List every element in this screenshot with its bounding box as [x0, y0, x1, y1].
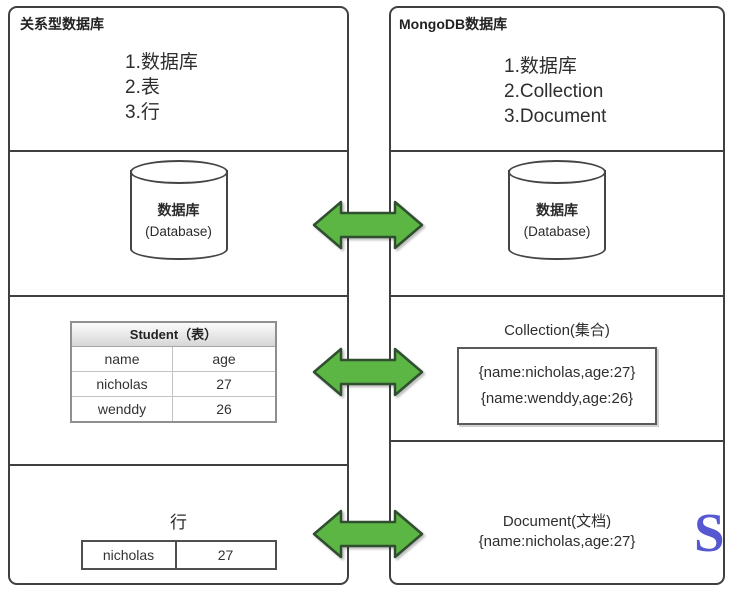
- double-arrow-icon: [312, 509, 424, 559]
- mongodb-panel-title: MongoDB数据库: [399, 16, 508, 32]
- list-item: 3.行: [125, 102, 160, 123]
- relational-table-row: Student（表） name age nicholas 27 wenddy 2…: [10, 321, 347, 466]
- collection-title: Collection(集合): [504, 322, 610, 339]
- relational-panel: 关系型数据库 1.数据库 2.表 3.行 数据库 (Database) Stud…: [8, 6, 349, 585]
- double-arrow-icon: [312, 200, 424, 250]
- relational-panel-title: 关系型数据库: [20, 16, 104, 32]
- list-item: 2.表: [125, 77, 160, 98]
- database-name: 数据库: [536, 202, 578, 218]
- double-arrow-shape: [312, 200, 424, 250]
- table-header-row: name age: [72, 347, 275, 372]
- cylinder-top-ellipse: [508, 160, 606, 184]
- mongodb-database-row: 数据库 (Database): [391, 152, 723, 297]
- list-item: 1.数据库: [504, 56, 577, 77]
- table-row: nicholas 27: [72, 372, 275, 397]
- column-header-name: name: [72, 347, 173, 371]
- mongodb-concept-list: 1.数据库 2.Collection 3.Document: [504, 54, 606, 129]
- cylinder-label: 数据库 (Database): [508, 200, 606, 239]
- cylinder-top-ellipse: [129, 160, 228, 184]
- row-section-title: 行: [170, 513, 187, 532]
- database-cylinder-icon: 数据库 (Database): [129, 160, 228, 268]
- document-title: Document(文档): [502, 513, 612, 530]
- cylinder-label: 数据库 (Database): [130, 200, 228, 239]
- collection-documents-box: {name:nicholas,age:27} {name:wenddy,age:…: [457, 347, 657, 425]
- mongodb-panel: MongoDB数据库 1.数据库 2.Collection 3.Document…: [389, 6, 725, 585]
- table-row: wenddy 26: [72, 397, 275, 421]
- cell-name: nicholas: [72, 372, 173, 396]
- double-arrow-shape: [312, 347, 424, 397]
- relational-row-row: 行 nicholas 27: [10, 466, 347, 596]
- database-subtitle: (Database): [523, 224, 591, 239]
- single-row-table: nicholas 27: [80, 540, 277, 570]
- student-table: Student（表） name age nicholas 27 wenddy 2…: [70, 321, 277, 423]
- list-item: 1.数据库: [125, 52, 198, 73]
- document-content: {name:nicholas,age:27}: [478, 533, 636, 550]
- database-cylinder-icon: 数据库 (Database): [508, 160, 606, 268]
- document-line: {name:wenddy,age:26}: [480, 390, 634, 407]
- cylinder-body: [129, 170, 228, 260]
- document-line: {name:nicholas,age:27}: [478, 364, 636, 381]
- list-item: 2.Collection: [504, 81, 604, 102]
- double-arrow-icon: [312, 347, 424, 397]
- mongodb-document-row: Document(文档) {name:nicholas,age:27}: [391, 442, 723, 583]
- double-arrow-shape: [312, 509, 424, 559]
- relational-concept-list: 1.数据库 2.表 3.行: [125, 50, 198, 125]
- cell-age: 27: [216, 376, 232, 392]
- column-header-age: age: [212, 351, 236, 367]
- database-subtitle: (Database): [145, 224, 212, 239]
- student-table-title: Student（表）: [72, 323, 275, 347]
- relational-database-row: 数据库 (Database): [10, 152, 347, 297]
- cell-age: 27: [217, 547, 234, 563]
- cell-name: nicholas: [83, 542, 177, 568]
- watermark-letter: S: [694, 502, 725, 563]
- list-item: 3.Document: [504, 106, 607, 127]
- cell-age: 26: [216, 401, 232, 417]
- mongodb-intro-row: MongoDB数据库 1.数据库 2.Collection 3.Document: [391, 8, 723, 152]
- database-name: 数据库: [157, 202, 200, 218]
- mongodb-collection-row: Collection(集合) {name:nicholas,age:27} {n…: [391, 297, 723, 442]
- cylinder-body: [508, 170, 606, 260]
- cell-name: wenddy: [72, 397, 173, 421]
- relational-intro-row: 关系型数据库 1.数据库 2.表 3.行: [10, 8, 347, 152]
